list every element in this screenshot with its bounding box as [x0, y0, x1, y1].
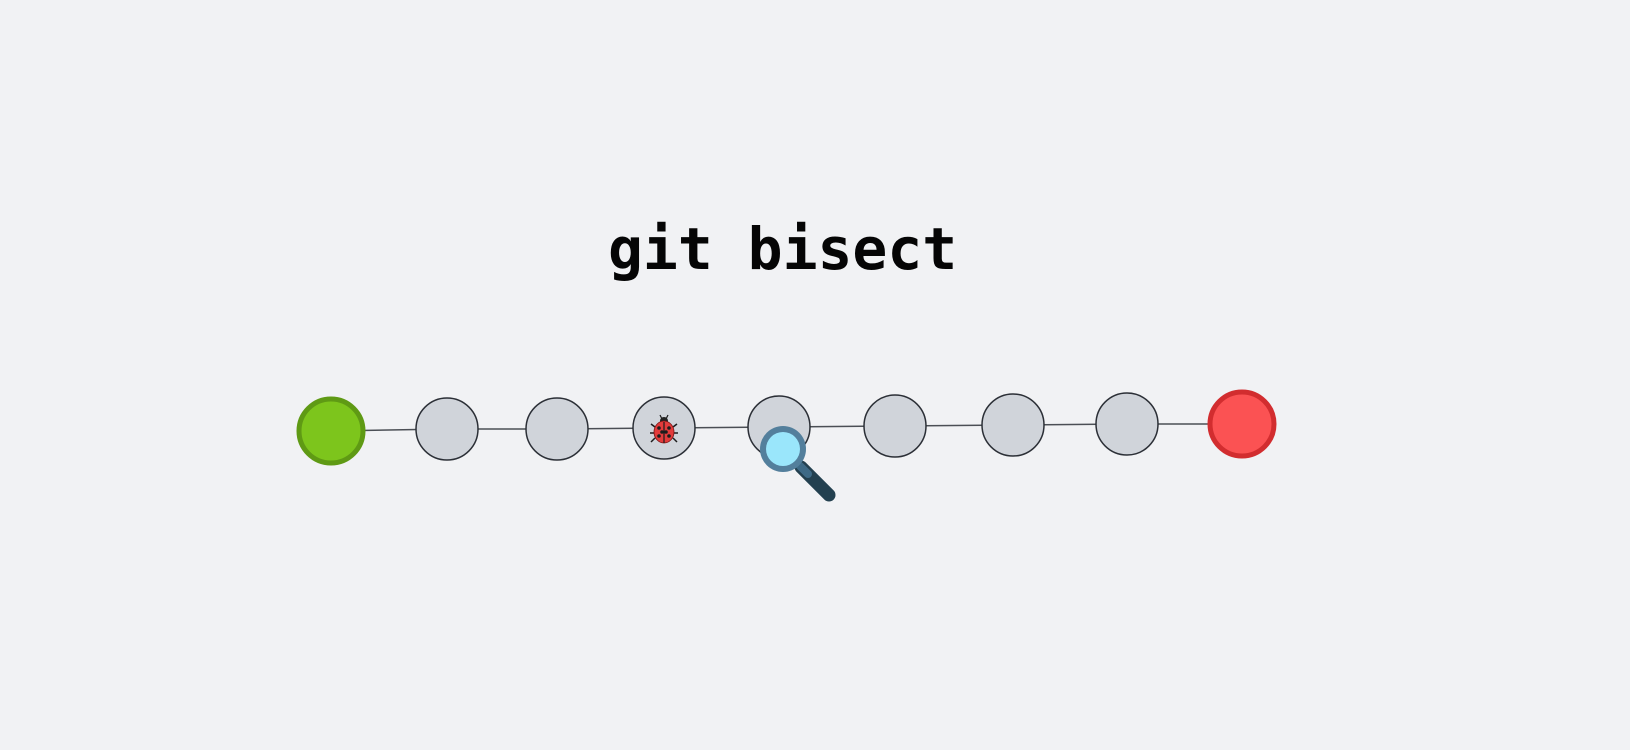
commit-node[interactable]	[415, 397, 479, 461]
commit-node[interactable]	[981, 393, 1045, 457]
ladybug-icon	[650, 414, 678, 444]
bad-commit-node[interactable]	[1207, 389, 1277, 459]
commit-node[interactable]	[525, 397, 589, 461]
diagram-title: git bisect	[608, 215, 958, 283]
magnifier-icon	[760, 426, 836, 502]
good-commit-node[interactable]	[296, 396, 366, 466]
commit-node[interactable]	[1095, 392, 1159, 456]
commit-overlays	[650, 414, 836, 502]
commit-node[interactable]	[863, 394, 927, 458]
